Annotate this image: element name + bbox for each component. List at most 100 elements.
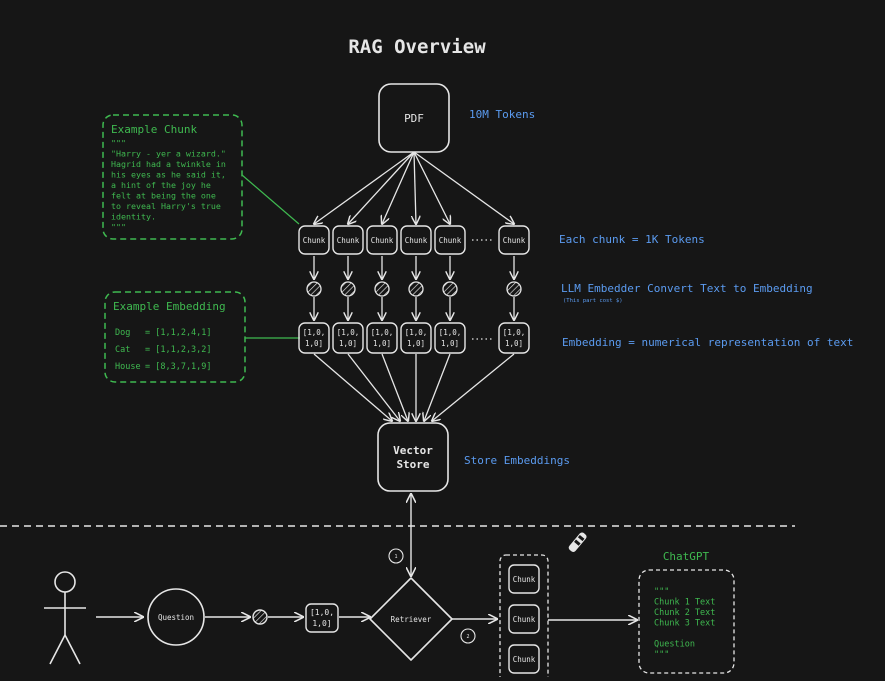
chunk-label: Chunk bbox=[303, 236, 326, 245]
embedding-value-line1: [1,0, bbox=[439, 328, 462, 337]
example-chunk-title: Example Chunk bbox=[111, 123, 197, 136]
embedding-to-store-arrow bbox=[424, 353, 451, 421]
embedder-icon bbox=[306, 281, 322, 297]
chunk-token-note: Each chunk = 1K Tokens bbox=[559, 233, 705, 246]
pdf-label: PDF bbox=[404, 112, 424, 125]
chunk-label: Chunk bbox=[439, 236, 462, 245]
embedding-to-store-arrow bbox=[347, 353, 400, 421]
embedding-node bbox=[498, 322, 530, 354]
query-embedding-line1: [1,0, bbox=[310, 608, 334, 617]
example-chunk-connector bbox=[241, 174, 300, 225]
retrieved-chunks-group bbox=[499, 554, 549, 681]
chatgpt-prompt-line: """ bbox=[654, 650, 669, 660]
embedding-example-word: Cat bbox=[115, 345, 130, 355]
retrieved-chunk-label: Chunk bbox=[513, 655, 536, 664]
step-2-badge bbox=[460, 628, 476, 644]
chunk-label: Chunk bbox=[337, 236, 360, 245]
vector-store-note: Store Embeddings bbox=[464, 454, 570, 467]
query-embedder-icon bbox=[252, 609, 268, 625]
embedder-icon bbox=[374, 281, 390, 297]
example-chunk-line: identity. bbox=[111, 212, 156, 222]
example-chunk-line: a hint of the joy he bbox=[111, 180, 211, 190]
vector-store-line2: Store bbox=[396, 458, 429, 471]
embedding-to-store-arrow bbox=[313, 353, 392, 421]
chunk-column: Chunk [1,0, 1,0] bbox=[298, 151, 415, 421]
chunk-column: Chunk [1,0, 1,0] bbox=[332, 151, 415, 421]
embedder-icon bbox=[340, 281, 356, 297]
pdf-to-chunk-arrow bbox=[413, 151, 514, 224]
pdf-to-chunk-arrow bbox=[413, 151, 450, 224]
embedding-example-vector: = [1,1,2,3,2] bbox=[145, 345, 212, 355]
pdf-to-chunk-arrow bbox=[314, 151, 415, 224]
pdf-token-note: 10M Tokens bbox=[469, 108, 535, 121]
embedder-icon bbox=[506, 281, 522, 297]
example-chunk-line: """ bbox=[111, 138, 126, 148]
retrieved-chunk-node bbox=[508, 604, 540, 634]
chunk-label: Chunk bbox=[503, 236, 526, 245]
embedding-value-line2: 1,0] bbox=[441, 339, 459, 348]
vector-store-node bbox=[377, 422, 449, 492]
example-embedding-title: Example Embedding bbox=[113, 300, 226, 313]
chunk-node bbox=[498, 225, 530, 255]
question-node bbox=[147, 588, 205, 646]
step-1-badge bbox=[388, 548, 404, 564]
pencil-cursor-icon bbox=[568, 532, 587, 553]
query-embedding-line2: 1,0] bbox=[312, 619, 331, 628]
example-chunk-line: "Harry - yer a wizard." bbox=[111, 149, 226, 159]
embedding-example-word: House bbox=[115, 362, 141, 372]
step-1-label: 1 bbox=[394, 554, 397, 560]
example-embedding-text: Dog = [1,1,2,4,1] Cat = [1,1,2,3,2] House = [… bbox=[115, 328, 212, 372]
example-chunk-box bbox=[102, 114, 243, 240]
chatgpt-title: ChatGPT bbox=[663, 550, 710, 563]
diagram-title: RAG Overview bbox=[348, 36, 486, 58]
chatgpt-prompt-line: Chunk 2 Text bbox=[654, 608, 715, 618]
question-label: Question bbox=[158, 613, 194, 622]
embedding-to-store-arrow bbox=[432, 353, 515, 421]
chatgpt-prompt-line: Chunk 1 Text bbox=[654, 598, 715, 608]
chunk-column: Chunk [1,0, 1,0] bbox=[413, 151, 466, 421]
chunk-column: Chunk[1,0,1,0] bbox=[400, 151, 432, 421]
chunk-node bbox=[298, 225, 330, 255]
embedder-cost-note: (This part cost $) bbox=[563, 298, 623, 304]
chunk-node bbox=[332, 225, 364, 255]
embedder-icon bbox=[442, 281, 458, 297]
embedding-value-line2: 1,0] bbox=[373, 339, 391, 348]
pdf-to-chunk-arrow bbox=[382, 151, 415, 224]
embedding-to-store-arrow bbox=[381, 353, 408, 421]
embedding-node bbox=[332, 322, 364, 354]
pdf-to-chunk-arrow bbox=[348, 151, 415, 224]
retrieved-chunk-node bbox=[508, 644, 540, 674]
embedding-value-line2: 1,0] bbox=[339, 339, 357, 348]
retriever-label: Retriever bbox=[391, 615, 432, 624]
query-embedding-node bbox=[305, 603, 339, 633]
chunk-column: Chunk[1,0,1,0] bbox=[366, 151, 415, 421]
embedding-value-line1: [1,0, bbox=[405, 328, 428, 337]
embedding-node bbox=[366, 322, 398, 354]
example-chunk-line: his eyes as he said it, bbox=[111, 170, 226, 180]
embedding-node bbox=[434, 322, 466, 354]
embedder-icon bbox=[408, 281, 424, 297]
embedding-value-line1: [1,0, bbox=[371, 328, 394, 337]
example-chunk-line: """ bbox=[111, 222, 126, 232]
example-chunk-line: to reveal Harry's true bbox=[111, 201, 221, 211]
embedding-value-line2: 1,0] bbox=[407, 339, 425, 348]
embedding-example-vector: = [8,3,7,1,9] bbox=[145, 362, 212, 372]
retrieved-chunk-label: Chunk bbox=[513, 575, 536, 584]
retrieved-chunk-label: Chunk bbox=[513, 615, 536, 624]
user-icon bbox=[44, 571, 86, 665]
embedding-value-line2: 1,0] bbox=[505, 339, 523, 348]
chunk-node bbox=[434, 225, 466, 255]
chunk-node bbox=[366, 225, 398, 255]
example-chunk-line: felt at being the one bbox=[111, 191, 216, 201]
embedding-node bbox=[400, 322, 432, 354]
embedding-value-line2: 1,0] bbox=[305, 339, 323, 348]
example-embedding-box bbox=[104, 291, 246, 383]
embedding-value-line1: [1,0, bbox=[337, 328, 360, 337]
chunk-node bbox=[400, 225, 432, 255]
chatgpt-prompt-box bbox=[638, 569, 735, 674]
embedding-value-line1: [1,0, bbox=[503, 328, 526, 337]
embedding-example-word: Dog bbox=[115, 328, 130, 338]
embedding-example-vector: = [1,1,2,4,1] bbox=[145, 328, 212, 338]
